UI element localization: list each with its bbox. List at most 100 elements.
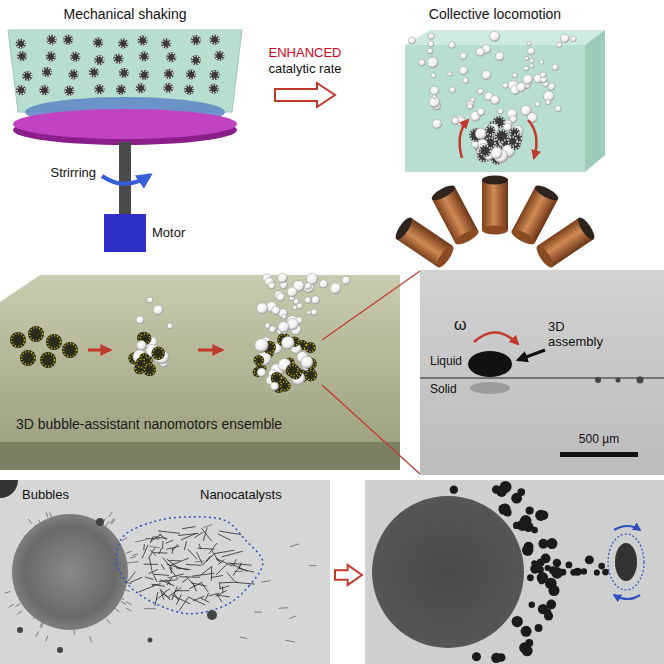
bubbles-micrograph <box>116 594 121 597</box>
stirrer-illustration <box>22 71 32 81</box>
bubbles-micrograph <box>122 572 128 573</box>
stirrer-illustration <box>96 85 104 93</box>
slab-illustration <box>287 287 297 297</box>
assembly-micrograph <box>549 566 557 574</box>
stirrer-illustration <box>13 109 237 139</box>
bubbles-micrograph <box>0 480 330 664</box>
locomotion-illustration <box>512 73 517 78</box>
stirrer-illustration <box>46 52 56 62</box>
locomotion-illustration <box>482 176 508 185</box>
slab-illustration <box>342 276 350 284</box>
locomotion-illustration <box>529 59 534 64</box>
stirrer-illustration <box>119 68 129 78</box>
bubbles-micrograph <box>176 568 191 570</box>
slab-illustration <box>305 283 312 290</box>
slab-illustration <box>147 297 153 303</box>
slab-illustration <box>305 297 312 304</box>
stirrer-illustration <box>90 68 98 76</box>
locomotion-illustration <box>428 41 434 47</box>
locomotion-illustration <box>427 57 438 68</box>
slab-illustration <box>145 365 155 375</box>
locomotion-illustration <box>405 30 605 45</box>
assembly-micrograph <box>531 560 537 566</box>
locomotion-illustration <box>485 126 495 136</box>
slab-illustration <box>12 334 25 347</box>
stirrer-illustration <box>16 85 26 95</box>
slab-illustration <box>281 382 290 391</box>
locomotion-illustration <box>498 108 504 114</box>
bubbles-micrograph <box>109 512 112 517</box>
stirrer-illustration <box>136 83 146 93</box>
stirrer-illustration <box>186 69 196 79</box>
locomotion-illustration <box>393 215 415 242</box>
bubbles-micrograph <box>192 573 214 576</box>
stirrer-illustration <box>104 214 146 252</box>
locomotion-illustration <box>432 95 436 99</box>
locomotion-illustration <box>460 53 467 60</box>
stirrer-illustration <box>65 87 73 95</box>
bubbles-micrograph <box>218 534 231 541</box>
bubbles-micrograph <box>126 608 131 611</box>
bubbles-micrograph <box>219 586 229 589</box>
stirrer-illustration <box>163 83 173 93</box>
bubbles-micrograph <box>90 637 92 643</box>
bubbles-micrograph <box>203 556 211 565</box>
bubbles-micrograph <box>176 590 190 591</box>
stirrer-illustration <box>209 84 219 94</box>
stirrer-illustration <box>210 35 220 45</box>
bubbles-micrograph <box>158 531 180 534</box>
bubbles-micrograph <box>146 538 160 539</box>
locomotion-illustration <box>466 101 474 109</box>
bubbles-micrograph <box>222 586 224 592</box>
assembly-micrograph <box>614 595 640 599</box>
bubbles-micrograph <box>126 562 132 564</box>
bubbles-micrograph <box>135 539 147 542</box>
stirrer-illustration <box>116 85 126 95</box>
side-view-micrograph <box>420 270 664 475</box>
stirrer-illustration <box>17 86 25 94</box>
bubbles-micrograph <box>211 567 212 581</box>
stirrer-illustration <box>120 69 128 77</box>
assembly-micrograph <box>472 652 481 661</box>
locomotion-illustration <box>540 72 546 78</box>
slab-illustration <box>137 341 147 351</box>
assembly-micrograph <box>594 570 600 576</box>
locomotion-illustration <box>482 176 508 235</box>
assembly-micrograph <box>535 624 543 632</box>
assembly-micrograph <box>522 545 533 556</box>
slab-illustration <box>30 328 43 341</box>
bubbles-micrograph <box>199 544 201 549</box>
locomotion-illustration <box>430 183 481 247</box>
locomotion-illustration <box>510 227 537 247</box>
locomotion-illustration <box>432 119 441 128</box>
stirrer-illustration <box>210 70 220 80</box>
bubbles-micrograph <box>203 524 212 527</box>
bubbles-micrograph <box>209 543 217 553</box>
locomotion-illustration <box>480 146 490 156</box>
side-view-micrograph <box>560 452 638 457</box>
assembly-micrograph <box>500 481 512 493</box>
bubbles-micrograph <box>73 628 74 634</box>
bubbles-micrograph <box>202 583 209 592</box>
rotation-symbol: ω <box>454 316 467 334</box>
assembly-micrograph <box>553 559 561 567</box>
locomotion-illustration <box>419 59 426 66</box>
stirrer-illustration <box>119 39 127 47</box>
bubbles-micrograph <box>144 564 158 565</box>
locomotion-illustration <box>516 83 525 92</box>
slab-illustration <box>277 293 285 301</box>
process-arrow <box>275 83 335 107</box>
stirrer-illustration <box>211 36 219 44</box>
bubbles-micrograph <box>36 631 39 636</box>
bubbles-micrograph <box>150 546 160 547</box>
bubbles-micrograph <box>206 553 215 562</box>
bubbles-micrograph <box>201 566 213 575</box>
stirrer-illustration <box>215 52 223 60</box>
locomotion-illustration <box>482 180 508 230</box>
bubbles-micrograph <box>240 637 247 639</box>
bubbles-micrograph <box>28 519 32 524</box>
bubbles-micrograph <box>148 638 153 643</box>
locomotion-illustration <box>495 52 504 61</box>
side-view-micrograph <box>470 382 510 394</box>
slab-illustration <box>88 349 110 352</box>
